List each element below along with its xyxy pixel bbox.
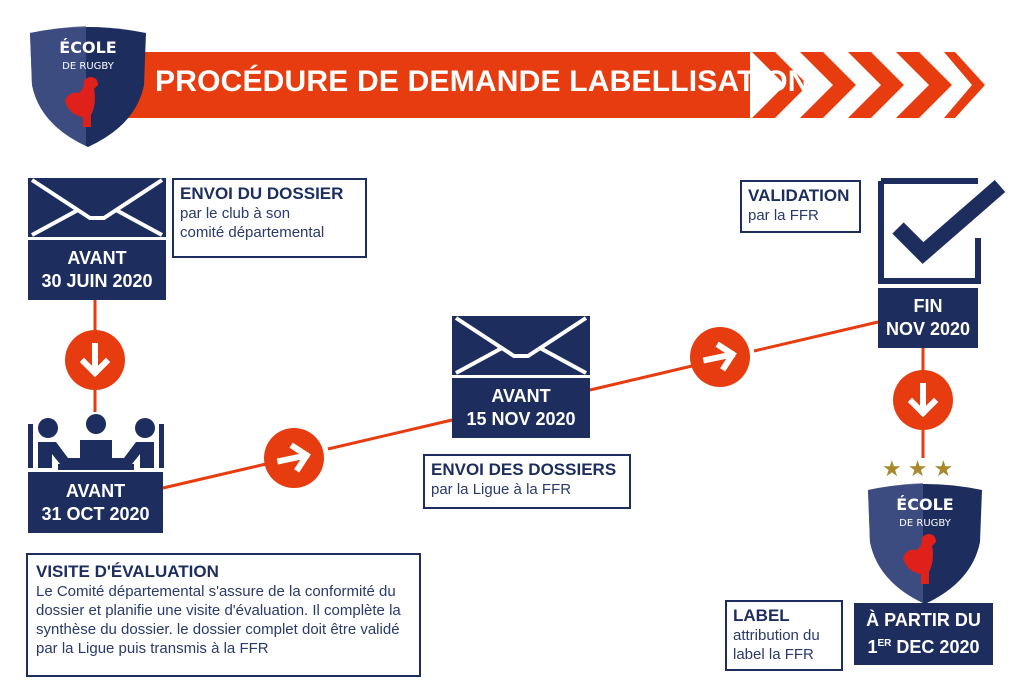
banner bbox=[120, 52, 985, 118]
connector bbox=[327, 418, 453, 451]
date-badge: AVANT 15 NOV 2020 bbox=[452, 378, 590, 438]
connector bbox=[589, 364, 693, 392]
connector bbox=[162, 462, 267, 490]
step-description: ENVOI DES DOSSIERS par la Ligue à la FFR bbox=[423, 454, 631, 509]
date-day: 1 bbox=[867, 637, 878, 657]
date-line: AVANT bbox=[67, 248, 127, 268]
step-description: VALIDATION par la FFR bbox=[740, 180, 861, 233]
date-rest: DEC 2020 bbox=[891, 637, 980, 657]
step-title: ENVOI DES DOSSIERS bbox=[431, 460, 617, 479]
connector bbox=[753, 320, 879, 353]
date-line: À PARTIR DU bbox=[866, 610, 981, 630]
date-line: 30 JUIN 2020 bbox=[41, 271, 153, 291]
arrow-down-icon bbox=[893, 370, 953, 430]
step-text: par la FFR bbox=[748, 207, 819, 224]
meeting-icon bbox=[28, 414, 164, 470]
step-text: par le club à son bbox=[180, 205, 291, 222]
date-line: NOV 2020 bbox=[885, 319, 971, 339]
school-shield-logo: ÉCOLE DE RUGBY bbox=[30, 26, 146, 147]
svg-text:ÉCOLE: ÉCOLE bbox=[59, 38, 116, 57]
svg-text:ÉCOLE: ÉCOLE bbox=[896, 495, 953, 514]
step-title: ENVOI DU DOSSIER bbox=[180, 184, 344, 203]
step-description: ENVOI DU DOSSIER par le club à son comit… bbox=[172, 178, 367, 258]
date-line: AVANT bbox=[491, 386, 551, 406]
date-line: AVANT bbox=[65, 480, 126, 501]
arrow-down-icon bbox=[65, 330, 125, 390]
svg-text:DE RUGBY: DE RUGBY bbox=[62, 61, 115, 72]
envelope-icon bbox=[452, 316, 590, 375]
date-badge: AVANT 30 JUIN 2020 bbox=[28, 240, 166, 300]
step-title: VALIDATION bbox=[748, 186, 850, 205]
step-description: VISITE D'ÉVALUATION Le Comité départemen… bbox=[26, 553, 421, 677]
date-badge: À PARTIR DU 1ER DEC 2020 bbox=[854, 603, 993, 665]
stars-rating: ★★★ bbox=[882, 456, 960, 481]
step-text: par la Ligue à la FFR bbox=[431, 481, 572, 498]
date-badge: FIN NOV 2020 bbox=[878, 288, 978, 348]
date-line: 31 OCT 2020 bbox=[41, 503, 150, 524]
step-text: label la FFR bbox=[733, 646, 814, 663]
step-text: comité départemental bbox=[180, 224, 325, 241]
date-badge: AVANT 31 OCT 2020 bbox=[28, 472, 163, 533]
date-sup: ER bbox=[877, 638, 892, 649]
step-title: LABEL bbox=[733, 606, 790, 625]
step-text: Le Comité départemental s'assure de la c… bbox=[36, 583, 401, 657]
date-line: FIN bbox=[913, 296, 943, 316]
checkmark-icon bbox=[878, 178, 1006, 284]
envelope-icon bbox=[28, 178, 166, 237]
step-description: LABEL attribution du label la FFR bbox=[725, 600, 843, 671]
arrow-right-icon bbox=[690, 327, 750, 387]
date-line: 15 NOV 2020 bbox=[466, 409, 576, 429]
step-title: VISITE D'ÉVALUATION bbox=[36, 562, 219, 581]
step-text: attribution du bbox=[733, 627, 820, 644]
arrow-right-icon bbox=[264, 428, 324, 488]
page-title: PROCÉDURE DE DEMANDE LABELLISATION bbox=[155, 65, 810, 98]
svg-text:DE RUGBY: DE RUGBY bbox=[899, 518, 952, 529]
date-line: 1ER DEC 2020 bbox=[854, 632, 993, 659]
school-shield-logo: ÉCOLE DE RUGBY bbox=[868, 483, 982, 604]
